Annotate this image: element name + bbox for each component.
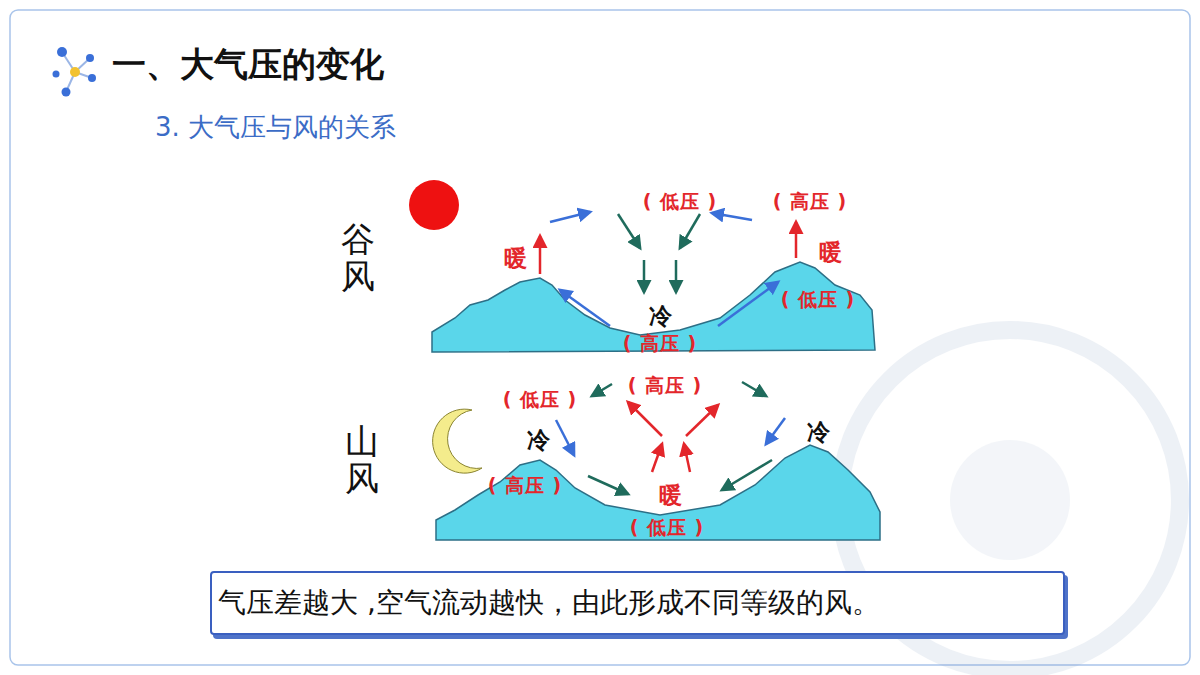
subtitle: 3. 大气压与风的关系 (155, 110, 396, 145)
logo-dots (53, 47, 97, 97)
pressure-label: ( 低压 ) (630, 515, 705, 541)
caption-box: 气压差越大 ,空气流动越快，由此形成不同等级的风。 (210, 571, 1065, 635)
sun (409, 180, 459, 230)
temperature-label: 冷 (649, 301, 672, 332)
moon (433, 409, 482, 473)
caption-text: 气压差越大 ,空气流动越快，由此形成不同等级的风。 (218, 584, 1063, 622)
temperature-label: 冷 (527, 425, 550, 456)
pressure-label: ( 低压 ) (781, 287, 856, 313)
pressure-label: ( 高压 ) (628, 373, 703, 399)
temperature-label: 暖 (659, 480, 682, 511)
pressure-label: ( 低压 ) (643, 189, 718, 215)
temperature-label: 冷 (807, 417, 830, 448)
mountain-wind-arrows (556, 382, 785, 494)
temperature-label: 暖 (504, 243, 527, 274)
mountain-terrain (436, 445, 880, 540)
pressure-label: ( 高压 ) (623, 331, 698, 357)
temperature-label: 暖 (819, 237, 842, 268)
pressure-label: ( 低压 ) (503, 387, 578, 413)
wind-name: 山风 (345, 423, 379, 498)
wind-name: 谷风 (341, 221, 375, 296)
pressure-label: ( 高压 ) (488, 473, 563, 499)
pressure-label: ( 高压 ) (773, 189, 848, 215)
slide-title: 一、大气压的变化 (112, 42, 384, 88)
